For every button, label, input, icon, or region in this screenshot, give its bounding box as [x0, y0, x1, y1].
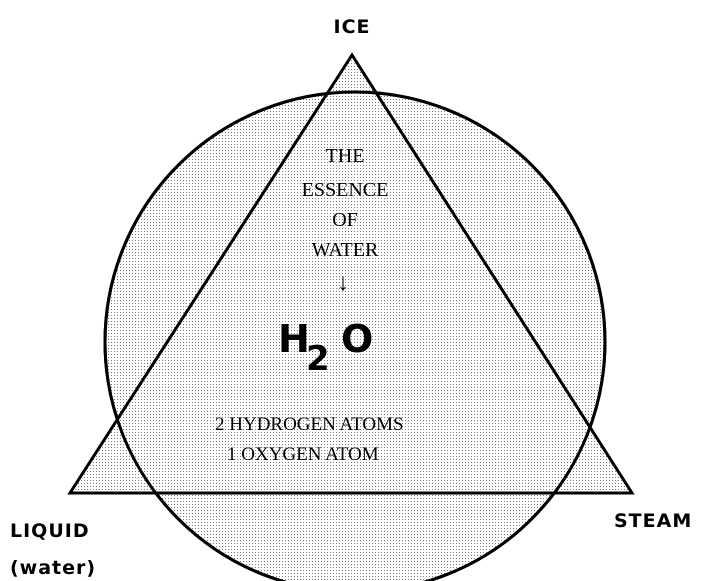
water-sub-label: (water)	[10, 557, 96, 579]
state-triangle	[67, 52, 635, 495]
formula-o: O	[341, 317, 373, 361]
composition-line-2: 1 OXYGEN ATOM	[227, 444, 379, 465]
essence-line-1: THE	[326, 145, 365, 167]
essence-line-4: WATER	[312, 239, 379, 261]
composition-line-1: 2 HYDROGEN ATOMS	[215, 414, 404, 435]
essence-line-3: OF	[332, 209, 358, 231]
liquid-label: LIQUID	[10, 520, 90, 542]
ice-label: ICE	[334, 16, 371, 38]
formula-subscript-2: 2	[306, 339, 330, 379]
water-circle-outline	[103, 90, 607, 581]
formula-h: H	[278, 317, 310, 361]
steam-label: STEAM	[614, 510, 692, 532]
down-arrow-icon: ↓	[337, 270, 349, 296]
essence-line-2: ESSENCE	[302, 179, 389, 201]
